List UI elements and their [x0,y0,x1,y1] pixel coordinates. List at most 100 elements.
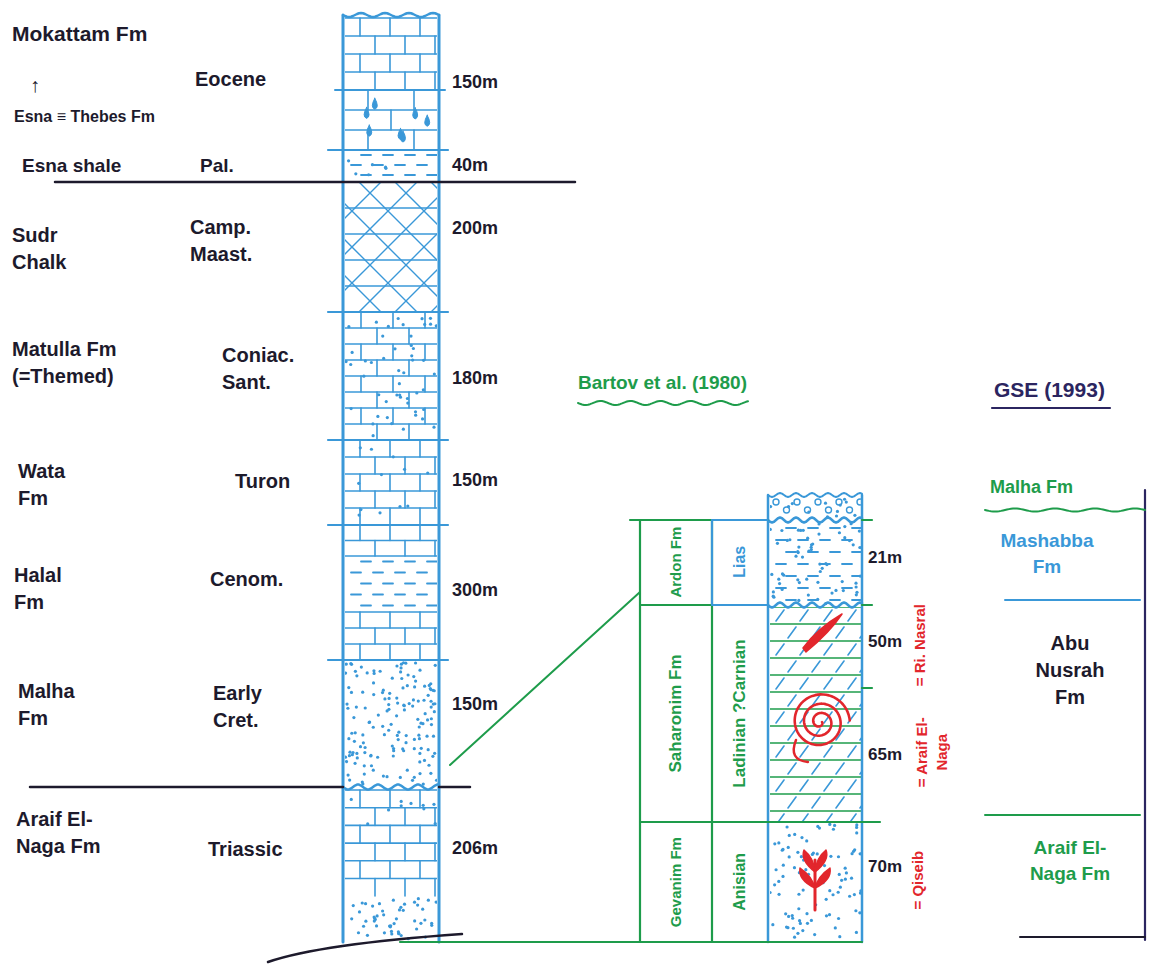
sand-dot [393,922,396,925]
dolomite-tick [788,729,796,740]
thickness-label: 300m [452,578,498,602]
shale-dash [427,174,437,176]
bed-line [345,540,437,542]
brick-joint [389,54,391,72]
sand-dot [367,173,370,176]
sand-dot [380,473,383,476]
brick-joint [408,392,410,408]
shale-dash [427,561,437,563]
thickness-label: 150m [452,468,498,492]
sand-dot [414,410,417,413]
sand-dot [346,773,349,776]
sand-dot [350,917,353,920]
sand-dot [843,498,846,501]
boundary-line [328,439,448,441]
sand-dot [787,505,790,508]
formation-name: Esna shale [22,153,121,179]
shale-dash [351,572,361,574]
sand-dot [349,662,352,665]
sand-dot [780,529,783,532]
sand-dot [432,426,435,429]
sand-dot [413,738,416,741]
leader-line [400,941,640,943]
dolomite-tick [824,678,832,689]
shale-dash [786,575,796,577]
sand-dot [828,823,831,826]
chalk-hatch [359,182,437,312]
sand-dot [413,901,416,904]
chalk-hatch [345,182,381,312]
sand-dot [406,769,409,772]
sand-dot [421,908,424,911]
sand-dot [829,855,832,858]
sand-dot [387,808,390,811]
sand-dot [400,804,403,807]
brick-joint [376,328,378,344]
sand-dot [377,393,380,396]
sand-dot [796,932,799,935]
brick-joint [404,36,406,54]
sand-dot [395,696,398,699]
brick-joint [419,474,421,491]
sand-dot [363,764,366,767]
lithology-pattern [345,661,437,785]
shale-dash [361,583,371,585]
sand-dot [434,822,437,825]
sand-dot [402,704,405,707]
sand-dot [859,889,861,892]
sand-dot [350,732,353,735]
stage-name: Lias [729,522,751,602]
sand-dot [828,913,831,916]
sand-dot [858,546,861,549]
sand-dot [387,708,390,711]
brick-joint [434,36,436,54]
thickness-label: 65m [868,744,902,767]
dolomite-tick [848,746,856,757]
thickness-label: 21m [868,547,902,570]
shale-dash [427,154,437,156]
sand-dot [399,666,402,669]
sand-dot [426,471,429,474]
sand-dot [392,754,395,757]
pebble [857,499,861,505]
sand-dot [834,926,837,929]
shale-dash [361,605,371,607]
sand-dot [399,670,402,673]
sand-dot [797,551,800,554]
sand-dot [417,734,420,737]
sand-dot [787,915,790,918]
brick-joint [389,18,391,36]
correlation-note: = Qiseib [908,835,928,925]
sand-dot [353,740,356,743]
bed-line [345,456,437,458]
sand-dot [435,779,437,782]
brick-joint [389,790,391,808]
sand-dot [376,415,379,418]
brick-joint [390,110,392,130]
sand-dot [836,510,839,513]
sand-dot [360,665,363,668]
sand-dot [364,920,367,923]
sand-dot [381,909,384,912]
sand-dot [355,752,358,755]
sand-dot [354,172,357,175]
frame-line [639,520,641,942]
sand-dot [834,589,837,592]
sand-dot [797,599,800,602]
sand-dot [383,733,386,736]
underline [992,407,1110,409]
frame-line [640,941,862,943]
sand-dot [361,780,364,783]
pebble [826,507,832,513]
brick-joint [374,808,376,826]
sand-dot [347,686,350,689]
sand-dot [418,737,421,740]
sand-dot [348,751,351,754]
chalk-hatch [395,182,437,312]
sand-dot [356,756,359,759]
sand-dot [427,694,430,697]
sand-dot [357,482,360,485]
sand-dot [839,886,842,889]
sand-dot [408,702,411,705]
brick-joint [389,508,391,525]
